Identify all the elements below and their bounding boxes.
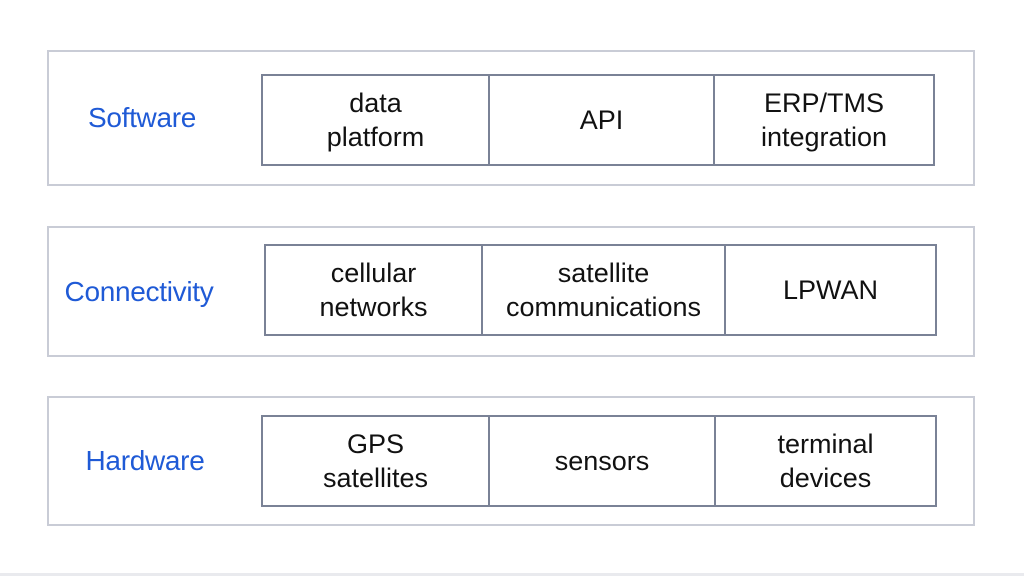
component-label: sensors xyxy=(554,446,650,476)
component-label: LPWAN xyxy=(782,275,878,305)
software-layer: Software data platform API ERP/TMS integ… xyxy=(47,50,975,186)
connectivity-layer-label: Connectivity xyxy=(64,275,214,307)
component-box: satellite communications xyxy=(481,246,724,334)
hardware-layer-label: Hardware xyxy=(85,445,205,476)
component-box: data platform xyxy=(263,76,488,164)
bottom-divider xyxy=(0,573,1024,576)
connectivity-layer: Connectivity cellular networks satellite… xyxy=(47,226,975,357)
component-label: cellular networks xyxy=(319,258,428,322)
component-label: terminal devices xyxy=(777,429,874,493)
component-box: ERP/TMS integration xyxy=(713,76,933,164)
component-box: LPWAN xyxy=(724,246,935,334)
component-label: GPS satellites xyxy=(322,429,429,493)
component-label: API xyxy=(579,105,624,135)
component-label: ERP/TMS integration xyxy=(760,88,888,152)
component-box: cellular networks xyxy=(266,246,481,334)
component-label: data platform xyxy=(326,88,425,152)
component-label: satellite communications xyxy=(505,258,702,322)
component-box: sensors xyxy=(488,417,714,505)
component-box: terminal devices xyxy=(714,417,935,505)
component-box: GPS satellites xyxy=(263,417,488,505)
component-box: API xyxy=(488,76,713,164)
hardware-components: GPS satellites sensors terminal devices xyxy=(261,415,937,507)
software-layer-label: Software xyxy=(87,102,197,133)
software-components: data platform API ERP/TMS integration xyxy=(261,74,935,166)
connectivity-components: cellular networks satellite communicatio… xyxy=(264,244,937,336)
hardware-layer: Hardware GPS satellites sensors terminal… xyxy=(47,396,975,526)
